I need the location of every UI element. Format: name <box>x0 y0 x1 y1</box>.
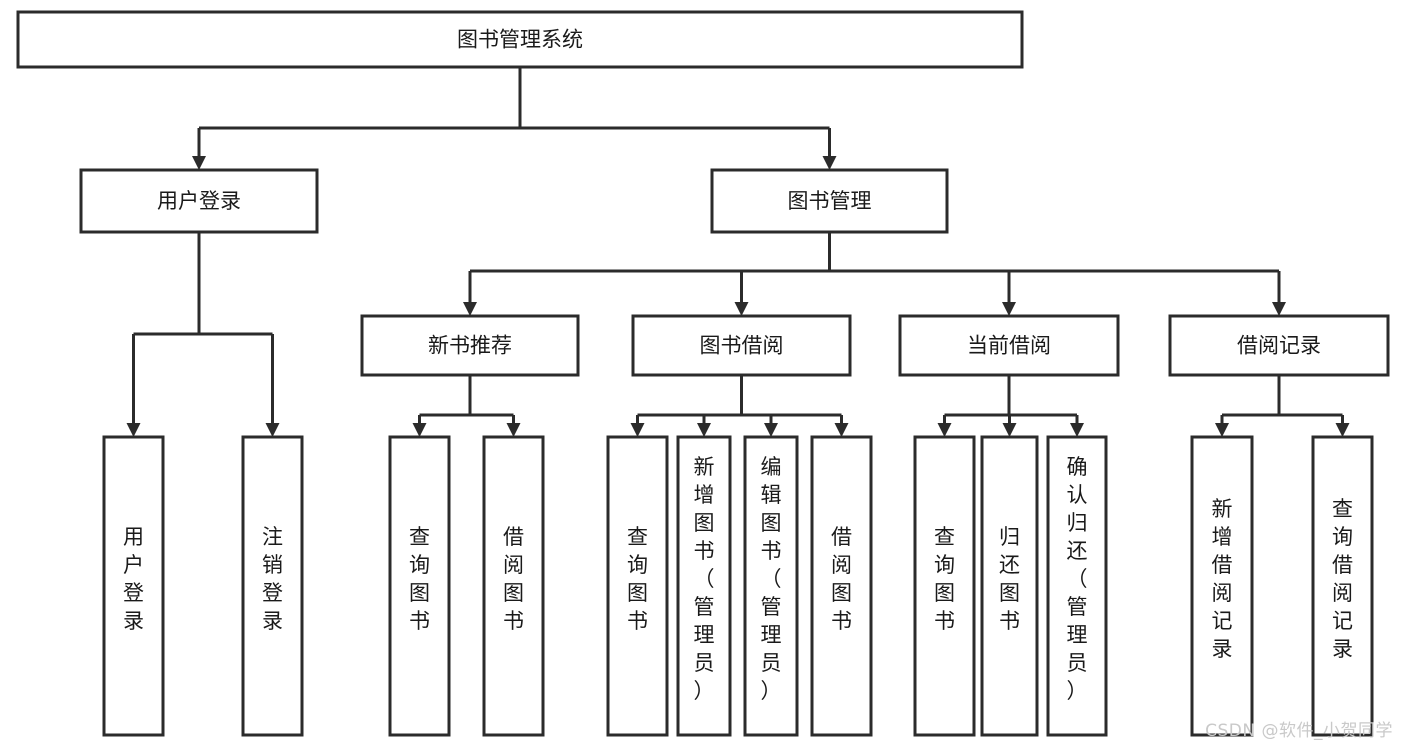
node-new-book-rec[interactable]: 新书推荐 <box>360 314 580 377</box>
node-root-root[interactable]: 图书管理系统 <box>16 10 1024 69</box>
node-root-root-box <box>16 10 1024 69</box>
node-boxes: 图书管理系统用户登录图书管理新书推荐图书借阅当前借阅借阅记录用户登录注销登录查询… <box>16 10 1390 737</box>
node-leaf-add-record-label: 新增借阅记录 <box>1212 497 1233 661</box>
node-leaf-query-record-label: 查询借阅记录 <box>1332 497 1353 661</box>
node-user-login-label: 用户登录 <box>157 189 241 213</box>
node-book-borrow-label: 图书借阅 <box>700 334 784 358</box>
node-leaf-user-login-label: 用户登录 <box>123 525 144 633</box>
node-leaf-borrow-book-1-box <box>482 435 545 737</box>
node-leaf-edit-book-label: 编辑图书（管理员） <box>761 455 782 703</box>
node-user-login[interactable]: 用户登录 <box>79 168 319 234</box>
node-borrow-record[interactable]: 借阅记录 <box>1168 314 1390 377</box>
node-leaf-borrow-book-2-box <box>810 435 873 737</box>
node-current-borrow-box <box>898 314 1120 377</box>
node-book-manage-label: 图书管理 <box>788 189 872 213</box>
node-leaf-logout[interactable]: 注销登录 <box>241 435 304 737</box>
node-leaf-borrow-book-1[interactable]: 借阅图书 <box>482 435 545 737</box>
node-leaf-return-book[interactable]: 归还图书 <box>980 435 1039 737</box>
node-user-login-box <box>79 168 319 234</box>
node-leaf-query-record-box <box>1311 435 1374 737</box>
node-leaf-add-book[interactable]: 新增图书（管理员） <box>676 435 732 737</box>
node-book-borrow[interactable]: 图书借阅 <box>631 314 852 377</box>
node-leaf-query-book-1[interactable]: 查询图书 <box>388 435 451 737</box>
node-leaf-query-book-1-box <box>388 435 451 737</box>
node-leaf-edit-book[interactable]: 编辑图书（管理员） <box>743 435 799 737</box>
node-new-book-rec-box <box>360 314 580 377</box>
node-current-borrow-label: 当前借阅 <box>967 334 1051 358</box>
node-leaf-confirm-return-label: 确认归还（管理员） <box>1067 455 1088 703</box>
node-leaf-borrow-book-1-label: 借阅图书 <box>503 525 524 633</box>
node-leaf-query-book-3-label: 查询图书 <box>934 525 955 633</box>
node-book-manage-box <box>710 168 949 234</box>
node-book-borrow-box <box>631 314 852 377</box>
node-leaf-query-book-2-label: 查询图书 <box>627 525 648 633</box>
connector-lines <box>126 67 1350 437</box>
node-leaf-borrow-book-2[interactable]: 借阅图书 <box>810 435 873 737</box>
node-root-root-label: 图书管理系统 <box>457 28 583 52</box>
node-borrow-record-label: 借阅记录 <box>1237 334 1321 358</box>
node-leaf-add-record-box <box>1190 435 1254 737</box>
node-borrow-record-box <box>1168 314 1390 377</box>
node-leaf-query-book-2[interactable]: 查询图书 <box>606 435 669 737</box>
node-leaf-edit-book-box <box>743 435 799 737</box>
node-leaf-borrow-book-2-label: 借阅图书 <box>831 525 852 633</box>
node-leaf-add-book-box <box>676 435 732 737</box>
node-leaf-logout-label: 注销登录 <box>262 525 283 633</box>
node-leaf-add-record[interactable]: 新增借阅记录 <box>1190 435 1254 737</box>
node-current-borrow[interactable]: 当前借阅 <box>898 314 1120 377</box>
node-leaf-query-record[interactable]: 查询借阅记录 <box>1311 435 1374 737</box>
node-leaf-logout-box <box>241 435 304 737</box>
node-leaf-query-book-2-box <box>606 435 669 737</box>
node-leaf-query-book-1-label: 查询图书 <box>409 525 430 633</box>
node-leaf-confirm-return[interactable]: 确认归还（管理员） <box>1046 435 1108 737</box>
node-new-book-rec-label: 新书推荐 <box>428 334 512 358</box>
node-leaf-return-book-box <box>980 435 1039 737</box>
node-leaf-return-book-label: 归还图书 <box>999 525 1020 633</box>
node-leaf-query-book-3-box <box>913 435 976 737</box>
node-leaf-add-book-label: 新增图书（管理员） <box>694 455 715 703</box>
node-book-manage[interactable]: 图书管理 <box>710 168 949 234</box>
node-leaf-user-login-box <box>102 435 165 737</box>
node-leaf-query-book-3[interactable]: 查询图书 <box>913 435 976 737</box>
node-leaf-user-login[interactable]: 用户登录 <box>102 435 165 737</box>
node-leaf-confirm-return-box <box>1046 435 1108 737</box>
